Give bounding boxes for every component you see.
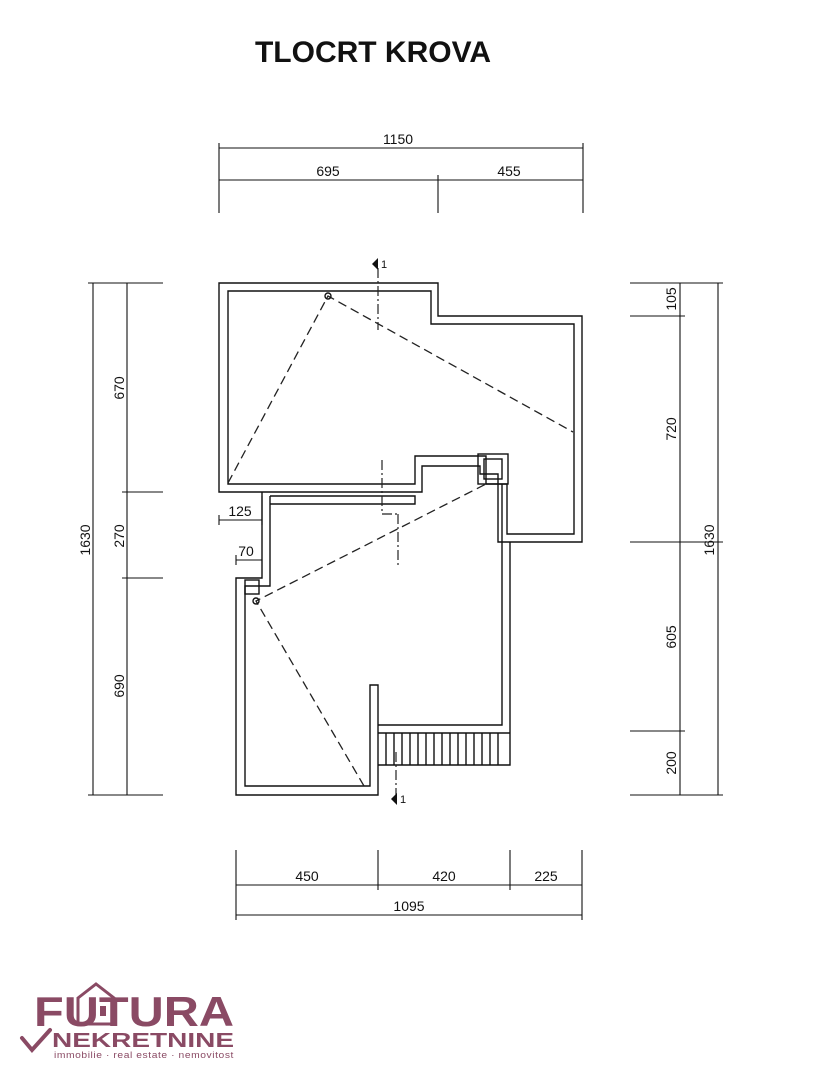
- top-dimension-lines: [218, 143, 584, 213]
- dim-top-left: 695: [316, 163, 340, 179]
- futura-logo: FUTURA NEKRETNINE immobilie · real estat…: [20, 982, 234, 1060]
- upper-roof-parapet: [227, 290, 575, 535]
- dim-left-bottom: 690: [111, 674, 127, 698]
- dim-top-total: 1150: [383, 131, 413, 147]
- dim-right-3: 605: [663, 625, 679, 649]
- right-dimension-lines: [630, 282, 723, 796]
- upper-roof-outline: [218, 282, 583, 543]
- drawing-title: TLOCRT KROVA: [255, 36, 491, 69]
- drain-box: [244, 579, 260, 595]
- drain-point-top: [324, 292, 332, 300]
- logo-brand: FUTURA: [34, 988, 234, 1035]
- section-line: [377, 268, 399, 800]
- roof-slope-lines: [227, 295, 574, 787]
- dim-left-mid: 270: [111, 524, 127, 548]
- dim-right-4: 200: [663, 751, 679, 775]
- section-arrow-bottom: [391, 793, 397, 805]
- lower-roof-side: [378, 484, 511, 766]
- section-label-top: 1: [381, 259, 387, 271]
- dim-bottom-1: 450: [295, 868, 319, 884]
- drain-point-bottom: [252, 597, 260, 605]
- dim-right-1: 105: [663, 287, 679, 311]
- dim-right-total: 1630: [701, 524, 717, 555]
- bottom-dimension-lines: [235, 850, 583, 920]
- chimney-box: [477, 453, 509, 485]
- dim-bottom-total: 1095: [393, 898, 424, 914]
- lower-roof-outline: [235, 492, 379, 796]
- lower-roof-edge: [270, 495, 416, 505]
- dim-bottom-3: 225: [534, 868, 558, 884]
- dim-left-top: 670: [111, 376, 127, 400]
- dim-inner-2: 70: [238, 543, 254, 559]
- dim-left-total: 1630: [77, 524, 93, 555]
- section-arrow-top: [372, 258, 378, 270]
- dim-inner-1: 125: [228, 503, 252, 519]
- logo-line2: NEKRETNINE: [52, 1030, 234, 1052]
- left-dimension-lines: [88, 282, 163, 796]
- logo-check-icon: [20, 1028, 52, 1054]
- logo-tagline: immobilie · real estate · nemovitost: [54, 1050, 234, 1060]
- stair-steps: [378, 732, 510, 765]
- dim-bottom-2: 420: [432, 868, 456, 884]
- dim-right-2: 720: [663, 417, 679, 441]
- logo-house-icon: [76, 982, 116, 1026]
- section-label-bottom: 1: [400, 794, 406, 806]
- dim-top-right: 455: [497, 163, 521, 179]
